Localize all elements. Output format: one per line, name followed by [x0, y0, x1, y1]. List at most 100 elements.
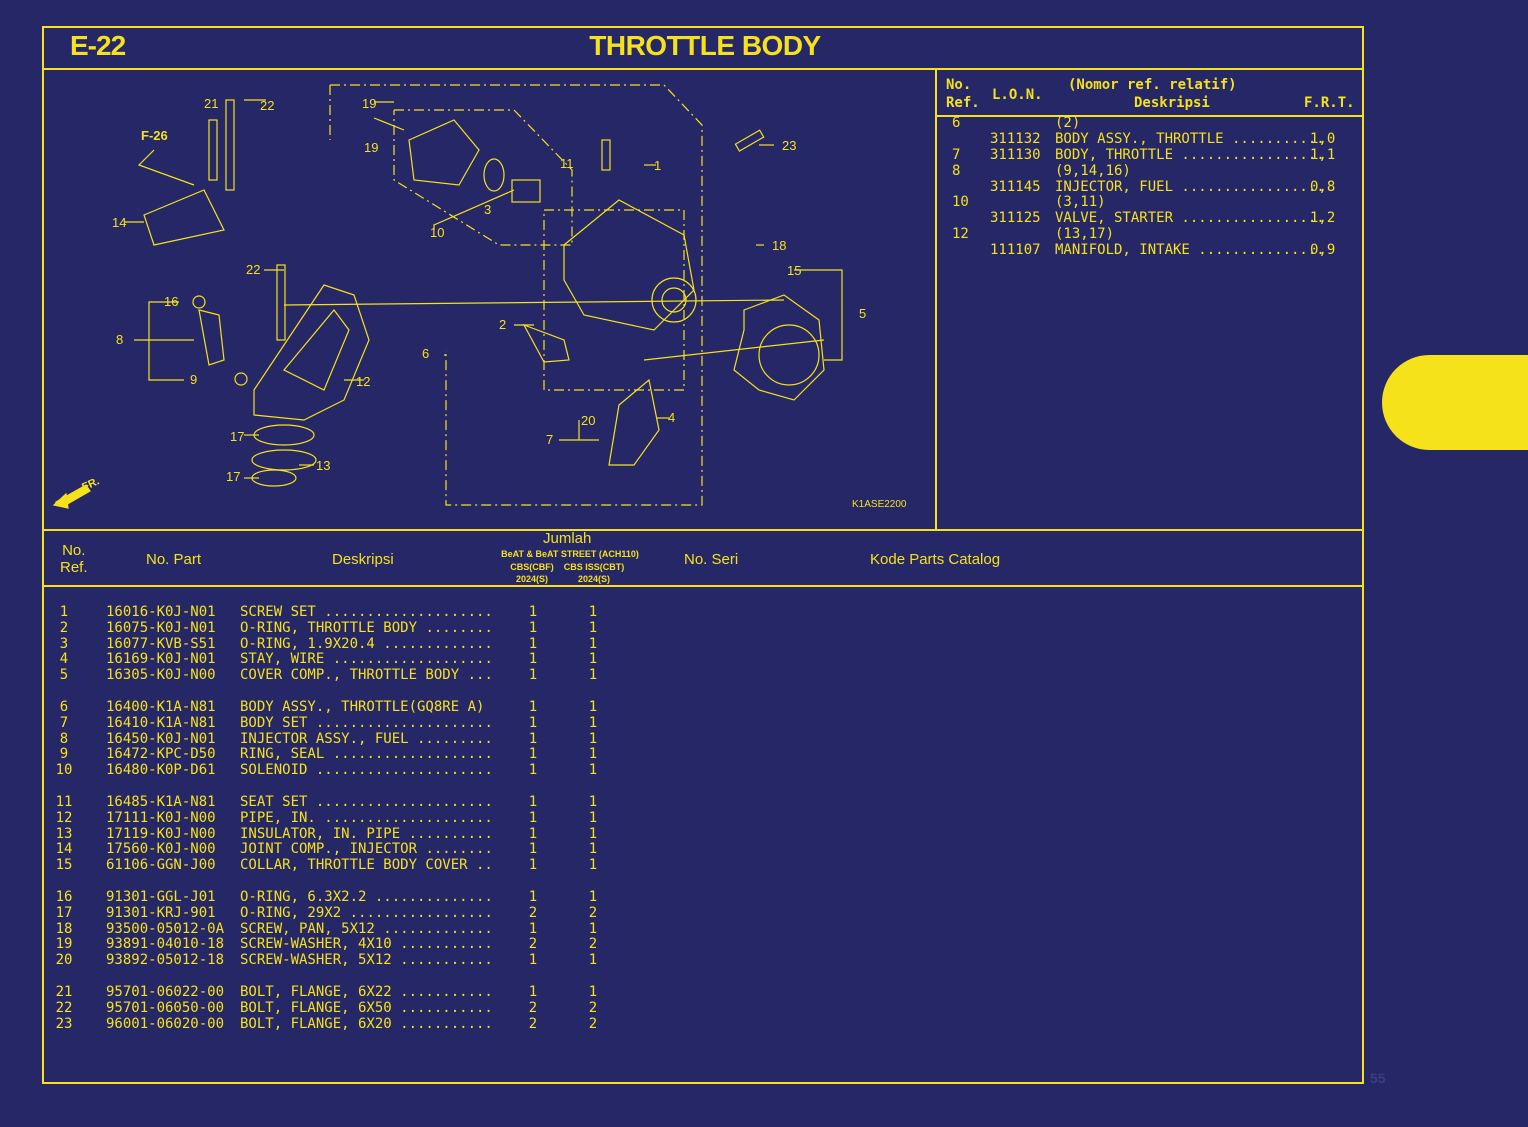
- part-number: 16450-K0J-N01: [106, 730, 216, 747]
- diag-label-15: 15: [787, 263, 801, 278]
- diag-label-3: 3: [484, 202, 491, 217]
- part-number: 16485-K1A-N81: [106, 794, 216, 810]
- part-ref: 8: [59, 730, 69, 747]
- chapter-tab[interactable]: [1382, 355, 1528, 450]
- ref-header-no: No. Ref.: [946, 76, 980, 112]
- part-number: 93892-05012-18: [106, 952, 225, 969]
- ref-header-no-line1: No.: [946, 77, 972, 93]
- part-description: STAY, WIRE: [240, 651, 490, 667]
- part-number: 16077-KVB-S51: [106, 635, 216, 652]
- qty-cbs-iss: 1: [588, 794, 598, 810]
- diag-label-22b: 22: [246, 262, 260, 277]
- qty-cbs-iss: 1: [588, 667, 598, 684]
- diag-label-8: 8: [116, 332, 123, 347]
- diag-label-12: 12: [356, 374, 370, 389]
- diag-label-14: 14: [112, 215, 126, 230]
- ref-desc: (2): [1055, 115, 1081, 131]
- part-description: O-RING, 1.9X20.4: [240, 636, 490, 652]
- section-code: E-22: [70, 30, 126, 61]
- part-ref: 6: [59, 699, 69, 715]
- part-description: SCREW-WASHER, 5X12: [240, 952, 490, 968]
- part-number: 93500-05012-0A: [106, 920, 225, 937]
- qty-cbs: 1: [528, 825, 538, 842]
- qty-cbs-iss: 1: [588, 920, 598, 937]
- part-description: BODY SET: [240, 715, 490, 731]
- part-ref: 9: [59, 746, 69, 763]
- part-description: COLLAR, THROTTLE BODY COVER: [240, 857, 490, 873]
- part-number: 17560-K0J-N00: [106, 841, 216, 858]
- qty-cbs-iss: 2: [588, 1015, 598, 1032]
- part-number: 91301-KRJ-901: [106, 904, 216, 921]
- part-ref: 2: [59, 619, 69, 636]
- ref-desc: BODY, THROTTLE .................: [1055, 147, 1325, 163]
- diag-label-19a: 19: [362, 96, 376, 111]
- diag-label-22: 22: [260, 98, 274, 113]
- ref-lon: 311145: [990, 179, 1041, 195]
- qty-cbs-iss: 1: [588, 699, 598, 715]
- part-number: 95701-06050-00: [106, 999, 225, 1016]
- parts-header-col1: CBS(CBF) 2024(S): [503, 561, 561, 585]
- parts-header-no-ref: No. Ref.: [60, 542, 88, 576]
- part-description: SCREW-WASHER, 4X10: [240, 936, 490, 952]
- part-number: 16400-K1A-N81: [106, 699, 216, 715]
- qty-cbs-iss: 1: [588, 809, 598, 826]
- qty-cbs-iss: 1: [588, 952, 598, 969]
- diag-label-5: 5: [859, 306, 866, 321]
- part-ref: 21: [55, 984, 73, 1000]
- exploded-diagram: 21 22 19 19 F-26 14 11 3 10 1 23 18 22 1…: [52, 84, 866, 509]
- ref-desc: (13,17): [1055, 226, 1115, 242]
- part-number: 91301-GGL-J01: [106, 889, 216, 905]
- diag-label-9: 9: [190, 372, 197, 387]
- part-ref: 22: [55, 999, 73, 1016]
- header-divider: [42, 68, 1364, 70]
- part-description: INSULATOR, IN. PIPE: [240, 826, 490, 842]
- part-number: 17111-K0J-N00: [106, 809, 216, 826]
- ref-desc: (3,11): [1055, 194, 1106, 210]
- qty-cbs-iss: 1: [588, 651, 598, 668]
- parts-header-col2-line1: CBS ISS(CBT): [563, 562, 625, 572]
- qty-cbs-iss: 1: [588, 604, 598, 620]
- parts-header-no-ref-line1: No.: [62, 542, 86, 559]
- qty-cbs: 1: [528, 746, 538, 763]
- qty-cbs-iss: 1: [588, 730, 598, 747]
- parts-header-model: BeAT & BeAT STREET (ACH110): [501, 549, 639, 559]
- diag-label-7: 7: [546, 432, 553, 447]
- parts-header-no-ref-line2: Ref.: [60, 559, 88, 576]
- catalog-frame: [42, 26, 1364, 1084]
- ref-no: 8: [952, 163, 961, 179]
- qty-cbs: 1: [528, 984, 538, 1000]
- part-number: 96001-06020-00: [106, 1015, 225, 1032]
- diag-label-f26: F-26: [141, 128, 168, 143]
- part-description: BOLT, FLANGE, 6X20: [240, 1016, 490, 1032]
- part-number: 95701-06022-00: [106, 984, 225, 1000]
- part-ref: 5: [59, 667, 69, 684]
- part-ref: 14: [55, 841, 73, 858]
- qty-cbs-iss: 1: [588, 714, 598, 731]
- diag-label-fr: FR.: [80, 475, 101, 493]
- part-description: SCREW, PAN, 5X12: [240, 921, 490, 937]
